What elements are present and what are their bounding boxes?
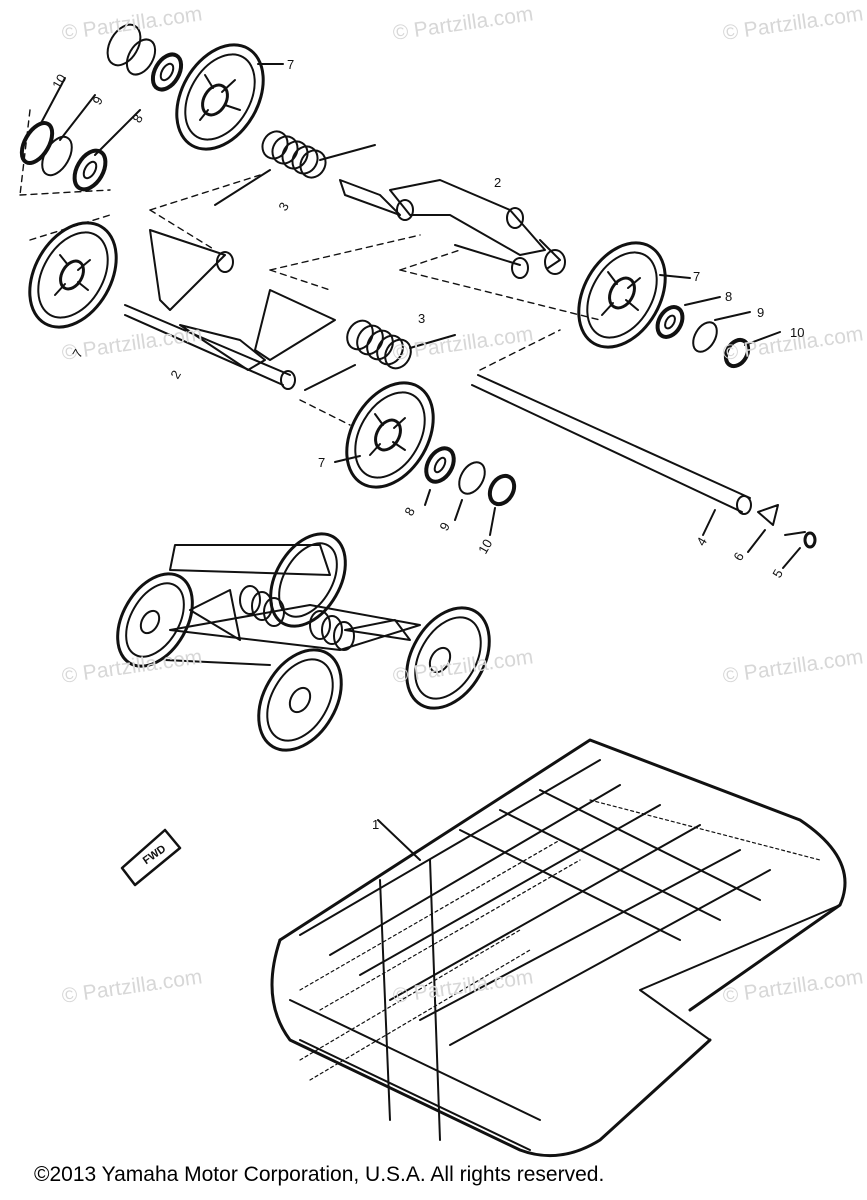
bearing-8-top <box>72 52 184 192</box>
callout-wheel: 7 <box>287 57 295 72</box>
callout-arm: 2 <box>494 175 502 190</box>
washer-9-bottom <box>458 461 486 495</box>
fwd-arrow <box>120 828 182 887</box>
suspension-assembly <box>116 532 491 752</box>
washer-9-top <box>41 38 157 177</box>
callout-bearing: 8 <box>725 289 733 304</box>
suspension-arm-2-top <box>339 179 566 279</box>
circlip-10-right <box>723 337 751 369</box>
washer-9-right <box>692 321 718 353</box>
suspension-arm-2-left <box>124 229 336 390</box>
bearing-8-bottom <box>424 446 456 484</box>
spring-3-middle <box>304 319 456 391</box>
callout-track: 1 <box>372 817 380 832</box>
callout-circlip: 10 <box>790 325 805 340</box>
wheel-7-right <box>577 241 667 349</box>
spring-3-top <box>214 130 376 206</box>
wheel-7-bottom <box>345 381 435 489</box>
bolt-5 <box>782 531 817 569</box>
wheel-7-left <box>28 221 118 329</box>
callout-wheel: 7 <box>318 455 326 470</box>
plate-6 <box>747 504 779 553</box>
callout-spring: 3 <box>418 311 426 326</box>
callout-wheel: 7 <box>693 269 701 284</box>
callout-washer: 9 <box>757 305 765 320</box>
track-1 <box>270 738 847 1158</box>
copyright-notice: ©2013 Yamaha Motor Corporation, U.S.A. A… <box>34 1163 605 1186</box>
circlip-10-bottom <box>487 473 517 507</box>
bearing-8-right <box>655 305 685 339</box>
axle-4 <box>471 374 752 536</box>
wheel-7-top <box>175 43 265 151</box>
